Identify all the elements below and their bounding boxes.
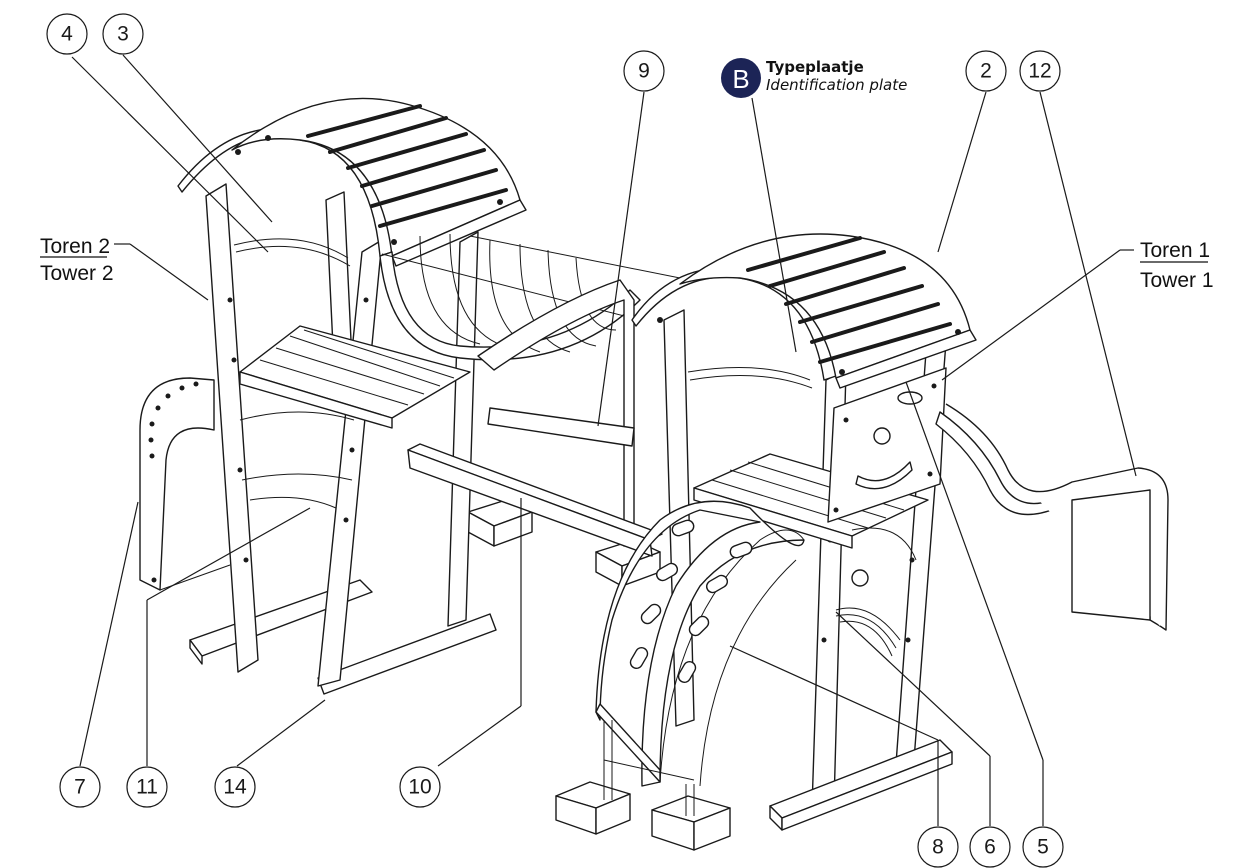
- tower-2-label-nl: Toren 2: [40, 235, 110, 258]
- tower-2-label: Toren 2 Tower 2: [40, 235, 209, 301]
- callout-14: 14: [214, 766, 256, 808]
- tower-2-posts: [205, 183, 479, 687]
- tower-1-roof: [631, 233, 977, 389]
- net-under-tower-1: [835, 527, 917, 657]
- callout-2-text: 2: [980, 60, 992, 83]
- tower-1-label-nl: Toren 1: [1140, 239, 1210, 262]
- callout-7: 7: [59, 766, 101, 808]
- playground-illustration: [139, 97, 1169, 851]
- tower-1-label: Toren 1 Tower 1: [941, 239, 1214, 381]
- callout-5: 5: [1022, 826, 1064, 868]
- tower-2-rungs: [233, 238, 355, 509]
- tower-2-deck: [239, 325, 471, 429]
- identification-plate-label: B Typeplaatje Identification plate: [721, 58, 907, 353]
- callout-3: 3: [102, 13, 144, 55]
- arch-climber: [139, 377, 231, 591]
- callouts: 4 3 9 2 12 7: [46, 13, 1137, 868]
- callout-6: 6: [969, 826, 1011, 868]
- callout-8-text: 8: [932, 836, 944, 859]
- tower-1-label-en: Tower 1: [1140, 269, 1214, 292]
- callout-4: 4: [46, 13, 88, 55]
- ground-beam-tower-1: [769, 739, 953, 831]
- id-plate-title: Typeplaatje: [766, 58, 864, 76]
- callout-10: 10: [399, 766, 441, 808]
- callout-7-text: 7: [74, 776, 86, 799]
- tower-1-rungs: [687, 367, 813, 389]
- callout-12-text: 12: [1028, 60, 1051, 83]
- badge-circle: [721, 58, 761, 98]
- callout-4-text: 4: [61, 23, 73, 46]
- id-plate-subtitle: Identification plate: [766, 76, 907, 94]
- callout-6-text: 6: [984, 836, 996, 859]
- callout-11-text: 11: [136, 776, 158, 799]
- callout-5-text: 5: [1037, 836, 1049, 859]
- badge-letter: B: [732, 64, 749, 94]
- callout-11: 11: [126, 766, 168, 808]
- tower-2-label-en: Tower 2: [40, 262, 114, 285]
- climbing-wall: [595, 500, 805, 816]
- callout-2: 2: [965, 50, 1007, 92]
- callout-9-text: 9: [638, 60, 650, 83]
- ground-bar: [407, 443, 663, 557]
- callout-3-text: 3: [117, 23, 129, 46]
- tunnel: [379, 233, 691, 547]
- tower-2-roof: [177, 97, 527, 267]
- callout-8: 8: [917, 826, 959, 868]
- callout-12: 12: [1019, 50, 1061, 92]
- callout-14-text: 14: [223, 776, 247, 799]
- slide: [935, 403, 1169, 631]
- callout-9: 9: [623, 50, 665, 92]
- callout-10-text: 10: [408, 776, 431, 799]
